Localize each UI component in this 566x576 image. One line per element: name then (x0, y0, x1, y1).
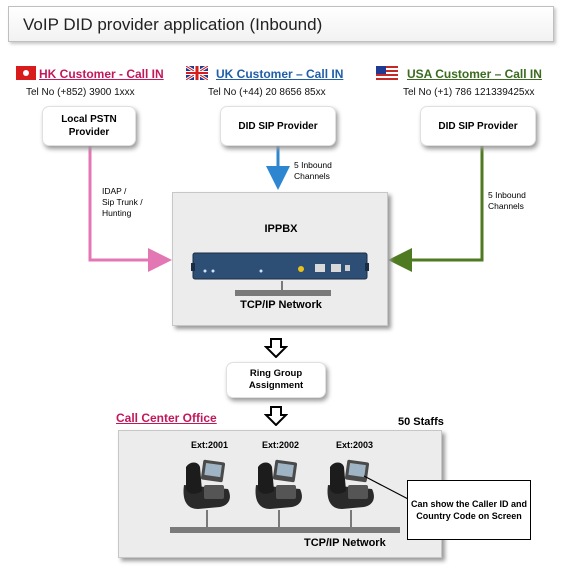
ippbx-network-label: TCP/IP Network (240, 299, 322, 311)
office-network-drop-2 (278, 510, 280, 528)
usa-connection-line (388, 146, 484, 272)
usa-did-sip-provider-label: DID SIP Provider (438, 120, 518, 132)
phone-ext-2003-icon (324, 455, 380, 518)
down-arrow-icon-1 (263, 338, 289, 363)
office-network-drop-3 (350, 510, 352, 528)
ext-2001-label: Ext:2001 (191, 440, 229, 450)
usa-did-sip-provider-box: DID SIP Provider (420, 106, 536, 146)
ext-2003-label: Ext:2003 (336, 440, 374, 450)
usa-customer-label: USA Customer – Call IN (407, 67, 542, 81)
title-bar: VoIP DID provider application (Inbound) (8, 6, 554, 42)
uk-customer-label: UK Customer – Call IN (216, 67, 344, 81)
hk-customer-label: HK Customer - Call IN (39, 67, 164, 81)
hk-connection-line (88, 146, 172, 272)
local-pstn-provider-label: Local PSTN Provider (61, 114, 117, 138)
local-pstn-provider-box: Local PSTN Provider (42, 106, 136, 146)
staff-count-label: 50 Staffs (398, 416, 444, 428)
call-center-office-title: Call Center Office (116, 411, 217, 425)
uk-did-sip-provider-label: DID SIP Provider (238, 120, 318, 132)
page-title: VoIP DID provider application (Inbound) (23, 15, 323, 34)
ring-group-box: Ring Group Assignment (226, 362, 326, 398)
hk-flag-icon (16, 66, 36, 80)
down-arrow-icon-2 (263, 406, 289, 431)
uk-flag-icon (185, 64, 209, 82)
ippbx-panel: IPPBX TCP/IP Network (172, 192, 388, 326)
ippbx-device-icon (191, 249, 371, 288)
ippbx-network-link (281, 281, 283, 290)
office-network-label: TCP/IP Network (304, 537, 386, 549)
office-network-drop-1 (206, 510, 208, 528)
usa-flag-icon (376, 66, 398, 80)
uk-connection-label: 5 Inbound Channels (294, 160, 332, 181)
phone-ext-2002-icon (252, 455, 308, 518)
uk-tel-number: Tel No (+44) 20 8656 85xx (208, 87, 326, 98)
uk-did-sip-provider-box: DID SIP Provider (220, 106, 336, 146)
caller-id-note-box: Can show the Caller ID and Country Code … (407, 480, 531, 540)
usa-tel-number: Tel No (+1) 786 121339425xx (403, 87, 535, 98)
usa-connection-label: 5 Inbound Channels (488, 190, 526, 211)
phone-ext-2001-icon (180, 455, 236, 518)
hk-tel-number: Tel No (+852) 3900 1xxx (26, 87, 135, 98)
office-network-bar (170, 527, 400, 533)
ippbx-title: IPPBX (264, 223, 298, 235)
caller-id-note-text: Can show the Caller ID and Country Code … (410, 499, 528, 521)
ippbx-network-bar (235, 290, 331, 296)
ext-2002-label: Ext:2002 (262, 440, 300, 450)
ring-group-label: Ring Group Assignment (248, 368, 304, 391)
hk-connection-label: IDAP / Sip Trunk / Hunting (102, 186, 143, 218)
